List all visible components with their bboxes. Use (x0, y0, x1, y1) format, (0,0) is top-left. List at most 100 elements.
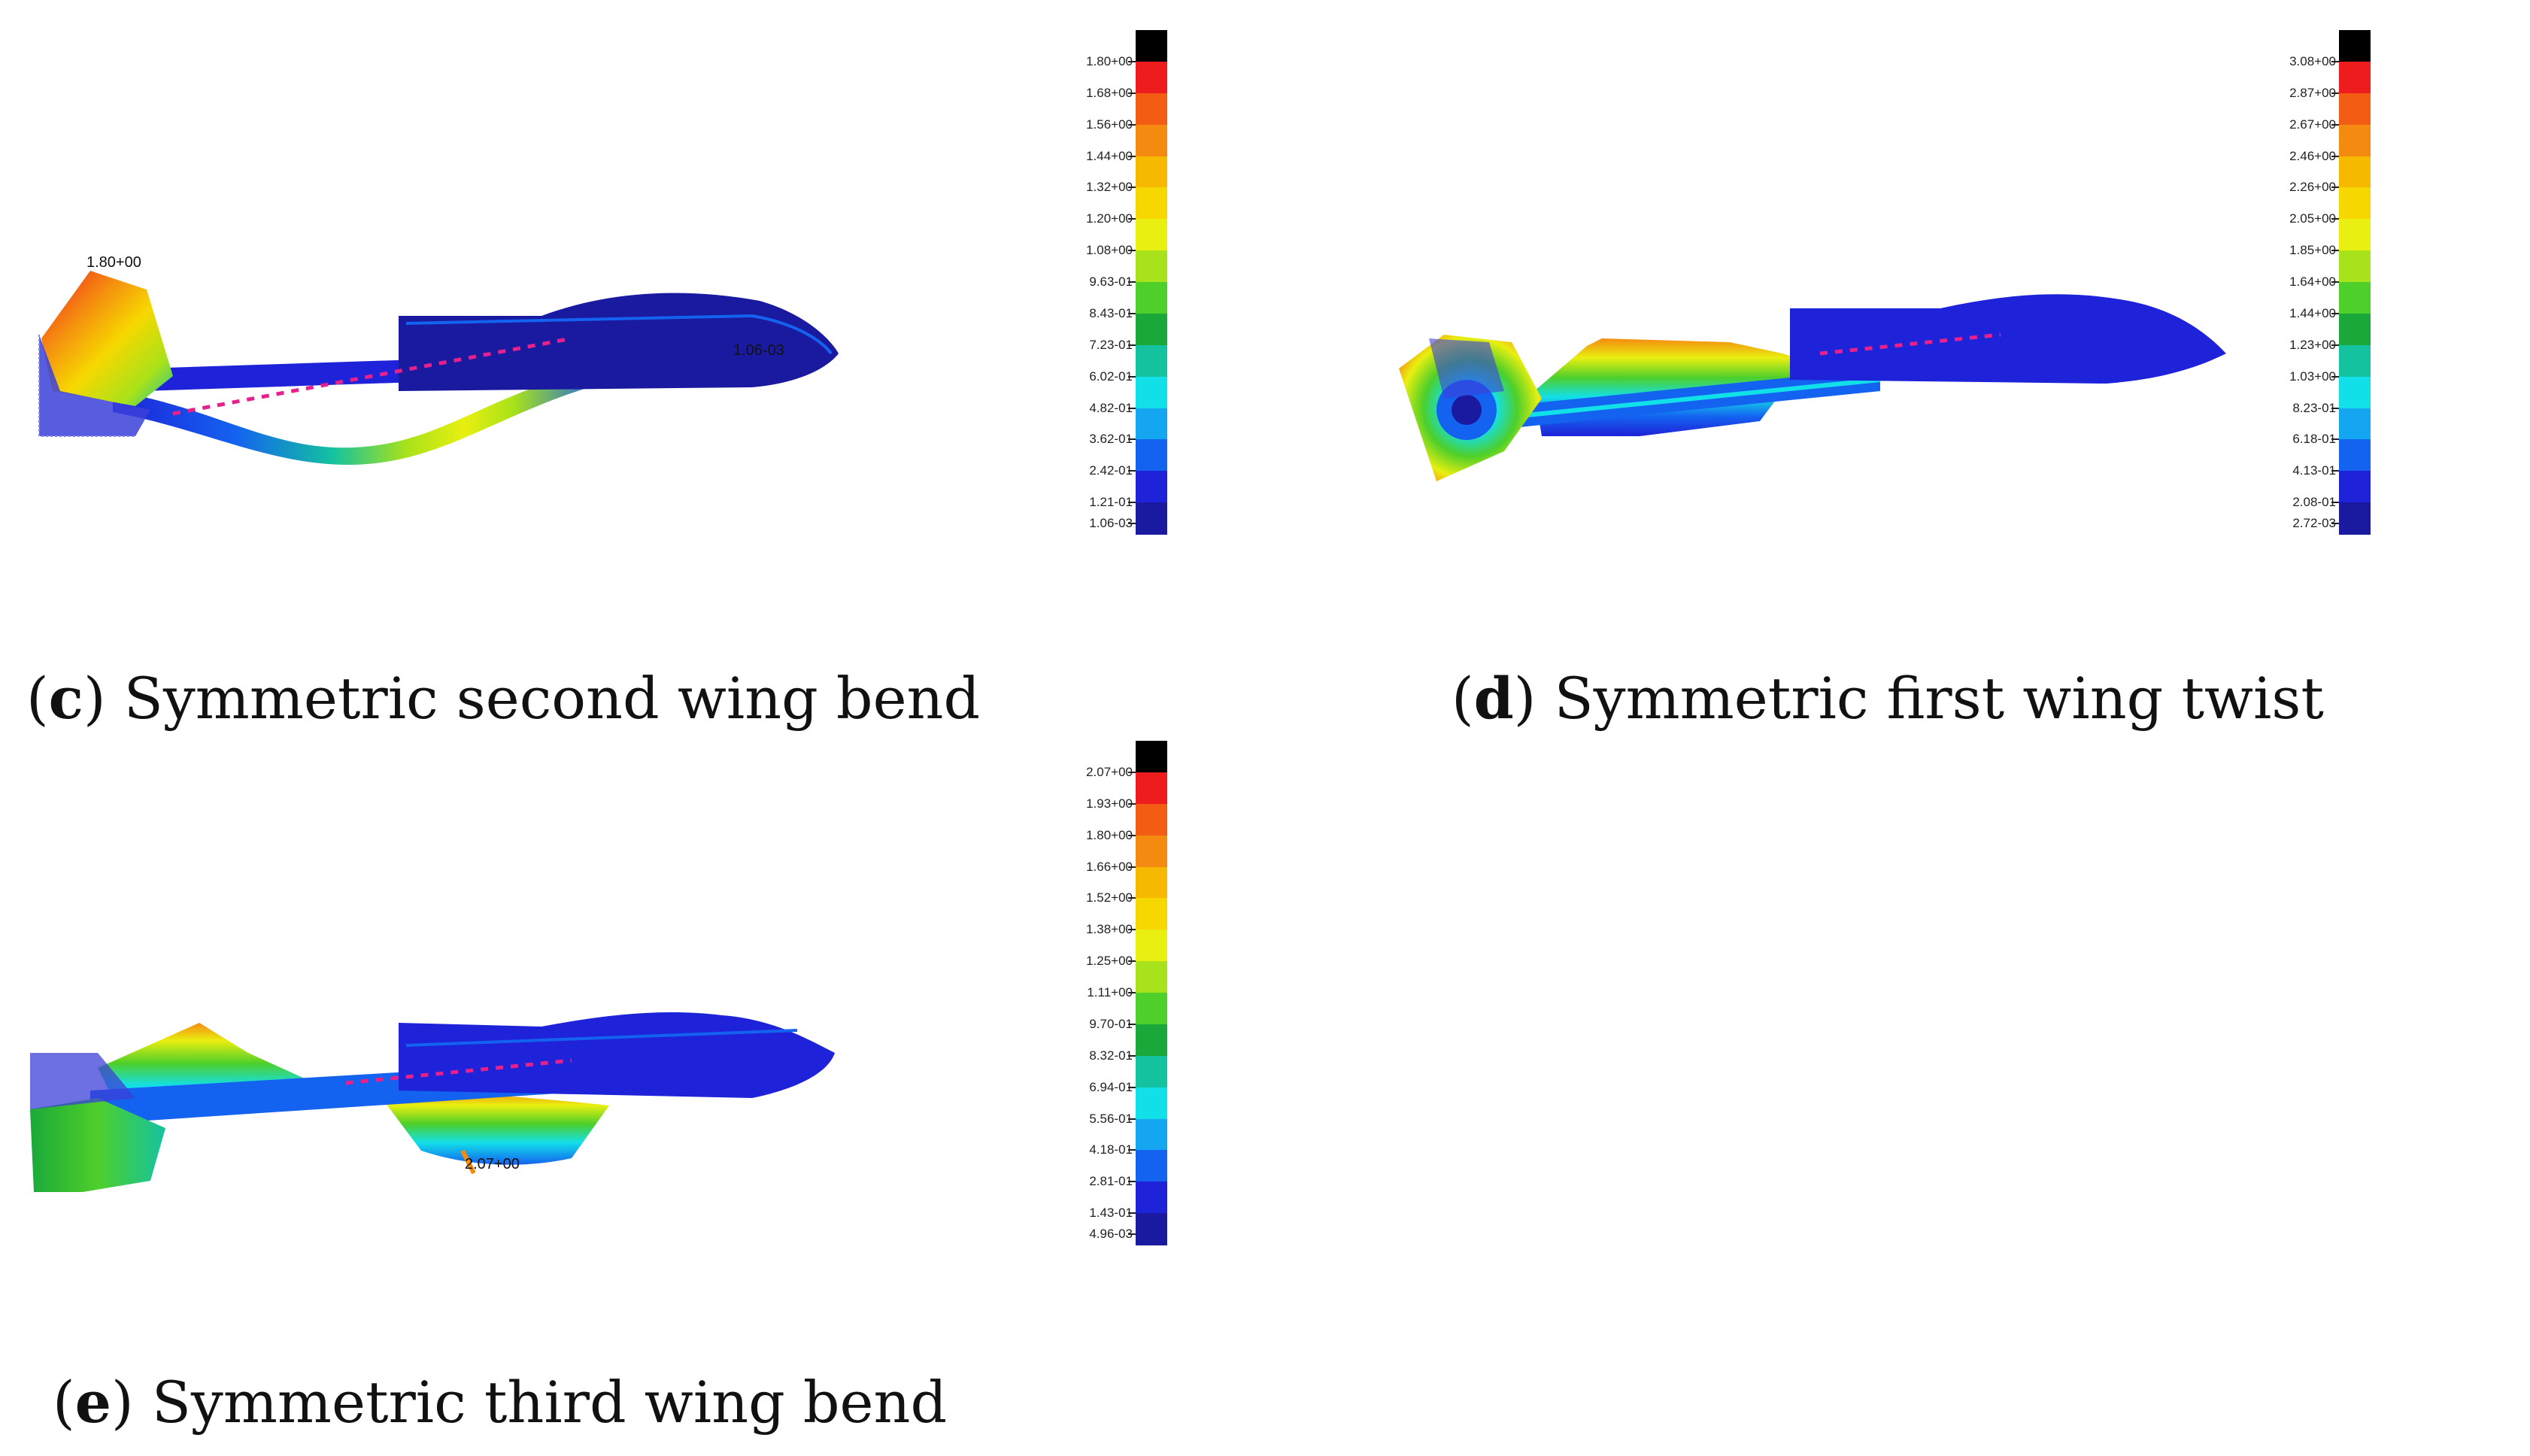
legend-tick (2331, 523, 2339, 524)
color-swatch (2339, 313, 2371, 346)
color-swatch (1136, 219, 1167, 252)
legend-tick-label: 6.94-01 (1089, 1079, 1133, 1094)
legend-tick-label: 1.44+00 (2289, 305, 2336, 320)
legend-tick (1128, 1212, 1136, 1215)
color-swatch (2339, 30, 2371, 62)
color-swatch (2339, 93, 2371, 126)
color-swatch (1136, 344, 1167, 378)
fuselage (1790, 294, 2226, 384)
legend-tick (1128, 502, 1136, 504)
legend-tick (1128, 92, 1136, 94)
max-annotation: 2.07+00 (465, 1156, 520, 1172)
legend-tick (1128, 1233, 1136, 1235)
color-swatch (1136, 1181, 1167, 1215)
legend-tick (1128, 834, 1136, 836)
legend-tick (1128, 60, 1136, 62)
caption-text: Symmetric first wing twist (1554, 665, 2324, 732)
legend-tick (2331, 502, 2339, 504)
legend-tick-label: 9.63-01 (1089, 275, 1133, 289)
legend-tick-label: 8.32-01 (1089, 1048, 1133, 1063)
color-swatch (2339, 61, 2371, 94)
color-swatch (1136, 124, 1167, 157)
color-swatch (1136, 961, 1167, 993)
caption-letter: d (1473, 665, 1514, 732)
wing-surface (113, 369, 602, 466)
color-swatch (2339, 376, 2371, 409)
legend-tick-label: 4.13-01 (2292, 463, 2336, 478)
legend-tick (2331, 218, 2339, 220)
legend-tick (1128, 929, 1136, 931)
color-swatch (1136, 439, 1167, 472)
color-swatch (1136, 1213, 1167, 1245)
legend-tick-label: 6.02-01 (1089, 369, 1133, 384)
legend-tick (1128, 344, 1136, 346)
legend-tick (1128, 155, 1136, 157)
legend-tick (1128, 218, 1136, 220)
legend-tick-label: 1.64+00 (2289, 275, 2336, 289)
color-swatch (1136, 93, 1167, 126)
legend-tick (2331, 123, 2339, 126)
legend-tick-label: 1.66+00 (1086, 859, 1133, 874)
legend-tick-label: 1.43-01 (1089, 1206, 1133, 1221)
legend-tick-label: 1.32+00 (1086, 180, 1133, 195)
color-bar (1136, 741, 1167, 1245)
caption-e: (e) Symmetric third wing bend (53, 1369, 948, 1436)
caption-d: (d) Symmetric first wing twist (1452, 665, 2324, 732)
color-swatch (1136, 282, 1167, 314)
legend-tick-label: 3.08+00 (2289, 53, 2336, 68)
color-swatch (1136, 835, 1167, 868)
legend-tick (1128, 1023, 1136, 1025)
legend-tick (1128, 470, 1136, 472)
color-swatch (2339, 439, 2371, 472)
tail-surface (30, 1098, 165, 1192)
legend-tick-label: 2.81-01 (1089, 1174, 1133, 1189)
wing-surface (376, 1090, 609, 1165)
color-swatch (1136, 471, 1167, 504)
legend-tick (1128, 1181, 1136, 1183)
legend-tick (1128, 375, 1136, 378)
legend-tick-label: 2.87+00 (2289, 85, 2336, 100)
legend-tick (1128, 897, 1136, 899)
legend-tick (2331, 187, 2339, 189)
legend-tick-label: 1.44+00 (1086, 148, 1133, 163)
legend-tick-label: 4.96-03 (1089, 1227, 1133, 1241)
legend-tick (1128, 187, 1136, 189)
legend-tick (2331, 470, 2339, 472)
legend-tick (1128, 250, 1136, 252)
legend-tick (2331, 407, 2339, 409)
color-swatch (1136, 61, 1167, 94)
legend-tick (2331, 92, 2339, 94)
mode-shape-render-c (38, 271, 839, 466)
color-swatch (2339, 471, 2371, 504)
legend-tick-label: 8.23-01 (2292, 400, 2336, 415)
legend-tick-label: 1.38+00 (1086, 922, 1133, 937)
legend-tick-label: 1.52+00 (1086, 890, 1133, 905)
color-swatch (1136, 1150, 1167, 1183)
color-swatch (1136, 156, 1167, 189)
legend-tick (1128, 1086, 1136, 1088)
legend-tick-label: 1.56+00 (1086, 117, 1133, 132)
legend-tick-label: 4.82-01 (1089, 400, 1133, 415)
legend-tick-label: 1.80+00 (1086, 53, 1133, 68)
legend-tick-label: 2.67+00 (2289, 117, 2336, 132)
color-swatch (1136, 866, 1167, 899)
legend-tick (1128, 123, 1136, 126)
color-swatch (2339, 282, 2371, 314)
legend-tick-label: 1.20+00 (1086, 211, 1133, 226)
legend-tick-label: 2.46+00 (2289, 148, 2336, 163)
color-swatch (1136, 1024, 1167, 1057)
color-swatch (1136, 803, 1167, 836)
legend-tick-label: 6.18-01 (2292, 432, 2336, 447)
mode-shape-render-d (1399, 294, 2226, 481)
color-swatch (1136, 772, 1167, 805)
legend-tick-label: 1.25+00 (1086, 954, 1133, 969)
legend-tick (1128, 438, 1136, 441)
color-swatch (2339, 250, 2371, 283)
legend-tick-label: 2.07+00 (1086, 764, 1133, 779)
tail-surface (41, 271, 173, 406)
legend-tick (2331, 60, 2339, 62)
